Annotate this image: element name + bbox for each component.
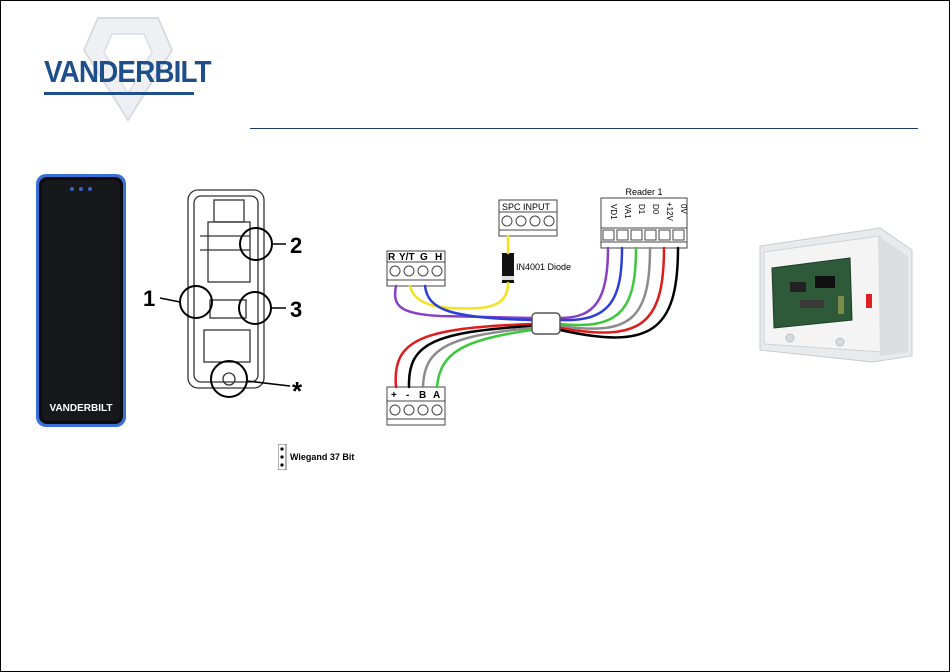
terminal-g: G	[420, 252, 428, 263]
diode-label: IN4001 Diode	[516, 262, 571, 272]
reader1-terminal-12v: +12V	[665, 202, 674, 222]
reader1-terminal-vd1: VD1	[609, 204, 618, 220]
cable-junction	[532, 313, 560, 334]
reader-brand-label: VANDERBILT	[50, 403, 113, 414]
reader1-title: Reader 1	[625, 187, 662, 197]
wire-black-left	[409, 326, 532, 387]
callout-asterisk: *	[292, 376, 303, 406]
spc-input-label: SPC INPUT	[502, 202, 551, 212]
left-top-block: R Y/T G H	[387, 251, 445, 286]
reader1-terminal-d0: D0	[651, 204, 660, 215]
reader-front-image: VANDERBILT	[36, 174, 126, 427]
terminal-a: A	[433, 390, 440, 401]
led-icon	[70, 187, 74, 191]
terminal-plus: +	[391, 390, 397, 401]
callout-1: 1	[143, 286, 155, 311]
led-icon	[79, 187, 83, 191]
terminal-b: B	[419, 390, 426, 401]
reader-back-drawing	[160, 190, 290, 397]
left-bottom-block: + - B A	[387, 387, 445, 425]
terminal-yt: Y/T	[399, 252, 415, 263]
callout-3: 3	[290, 297, 302, 322]
led-icon	[88, 187, 92, 191]
diode-icon	[502, 253, 514, 283]
reader1-block: Reader 1 VD1 VA1 D1 D0 +12V 0V	[601, 187, 688, 248]
terminal-r: R	[388, 252, 396, 263]
controller-board-image	[760, 228, 912, 362]
wire-purple	[395, 286, 532, 318]
reader1-terminal-d1: D1	[637, 204, 646, 215]
wire-green-left	[437, 330, 532, 387]
reader1-terminal-va1: VA1	[623, 204, 632, 219]
callout-2: 2	[290, 233, 302, 258]
wire-purple-right	[560, 248, 608, 318]
spc-input-block: SPC INPUT	[499, 200, 557, 236]
terminal-minus: -	[406, 390, 409, 401]
reader1-terminal-0v: 0V	[679, 204, 688, 214]
terminal-h: H	[435, 252, 442, 263]
jumper-label: Wiegand 37 Bit	[290, 452, 354, 462]
